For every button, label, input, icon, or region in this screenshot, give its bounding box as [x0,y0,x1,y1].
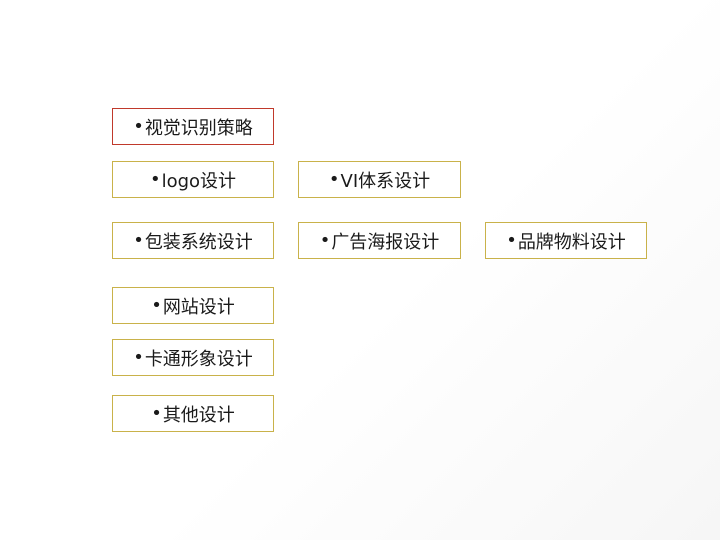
service-box-vi-system-design: •VI体系设计 [298,161,461,198]
bullet-icon: • [506,230,517,251]
service-box-vi-strategy: •视觉识别策略 [112,108,274,145]
bullet-icon: • [133,347,144,368]
service-label: 其他设计 [162,404,235,426]
service-box-packaging-design: •包装系统设计 [112,222,274,259]
service-label: logo设计 [161,170,237,192]
service-box-other-design: •其他设计 [112,395,274,432]
service-box-cartoon-design: •卡通形象设计 [112,339,274,376]
bullet-icon: • [151,295,162,316]
service-box-website-design: •网站设计 [112,287,274,324]
bullet-icon: • [149,169,161,190]
service-label: VI体系设计 [340,170,431,192]
service-label: 品牌物料设计 [517,231,626,253]
bullet-icon: • [133,230,144,251]
bullet-icon: • [133,116,144,137]
service-label: 包装系统设计 [144,231,253,253]
service-label: 网站设计 [162,296,235,318]
bullet-icon: • [151,403,162,424]
service-label: 视觉识别策略 [144,117,253,139]
bullet-icon: • [319,230,331,251]
service-box-brand-materials: •品牌物料设计 [485,222,647,259]
service-box-logo-design: •logo设计 [112,161,274,198]
service-box-poster-design: •广告海报设计 [298,222,461,259]
service-label: 广告海报设计 [331,231,440,253]
bullet-icon: • [328,169,340,190]
service-label: 卡通形象设计 [144,348,253,370]
